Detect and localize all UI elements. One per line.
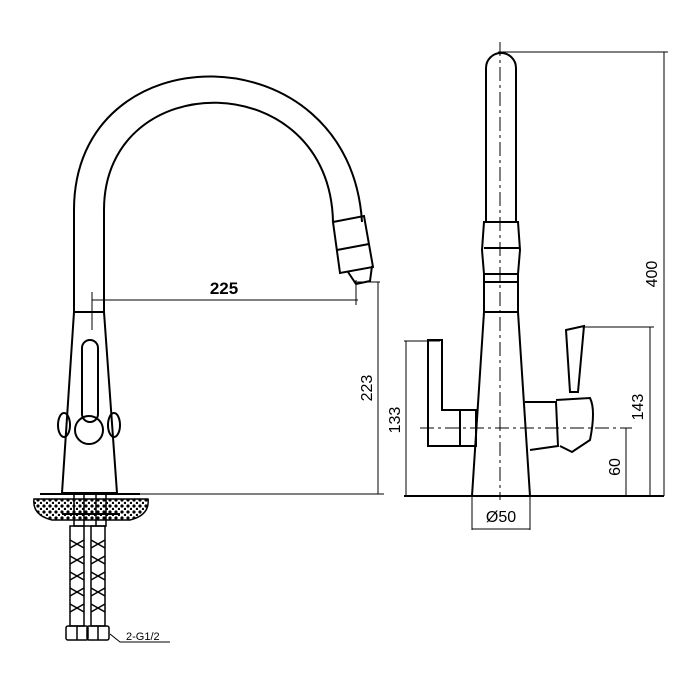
spout-column [485,52,517,222]
side-handle-left [427,339,477,447]
spout-reach-label: 225 [210,279,238,298]
base-diameter-label: Ø50 [486,509,516,526]
center-lines [420,42,632,500]
lever-grip [564,324,586,393]
lever-arm [555,396,594,454]
spout-inner-contour [103,101,334,312]
side-body [470,311,532,497]
side-handle-height-label: 133 [387,407,404,434]
connection-callout: 2-G1/2 [109,631,170,643]
side-view [404,52,664,497]
front-dimensions [91,280,384,495]
spray-head [331,214,375,275]
supply-hoses [65,493,110,641]
side-lever-right [525,401,560,451]
spout-outer-contour [73,75,363,312]
inlet-height-label: 60 [607,458,624,476]
spout-height-label: 223 [359,375,376,402]
deck-gasket [33,498,149,521]
total-height-label: 400 [644,261,661,288]
lever-handle [81,339,99,423]
lever-height-label: 143 [630,394,647,421]
lever-knob [74,415,104,445]
side-valve-right [107,412,121,438]
side-dimensions [404,51,668,530]
front-view [40,75,375,515]
side-valve-left [57,412,71,438]
connection-label: 2-G1/2 [126,631,160,643]
